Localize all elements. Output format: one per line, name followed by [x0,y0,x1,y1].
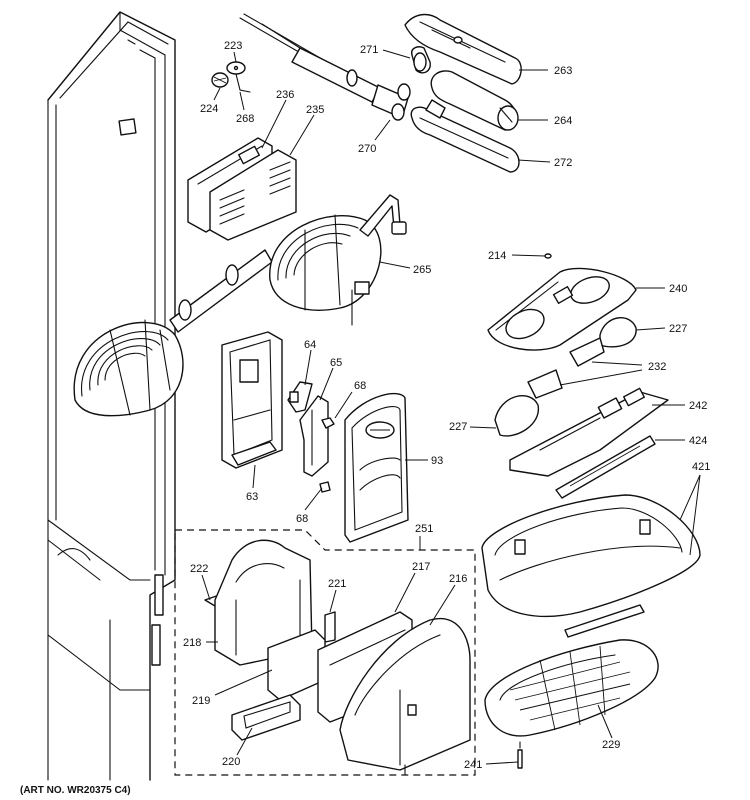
light-assembly [487,253,637,437]
art-number: (ART NO. WR20375 C4) [20,785,131,796]
label-264: 264 [554,115,572,127]
label-268: 268 [236,113,254,125]
evaporator-coil [73,194,407,417]
label-222: 222 [190,563,208,575]
label-424: 424 [689,435,707,447]
label-235: 235 [306,104,324,116]
label-64: 64 [304,339,316,351]
dispenser-cover [344,393,409,543]
label-270: 270 [358,143,376,155]
label-263: 263 [554,65,572,77]
water-tube [239,13,411,121]
air-duct-brackets [187,137,297,241]
mounting-brackets [287,381,335,493]
drip-tray-grille [484,639,659,769]
clip-parts [211,61,251,93]
dispenser-housing [481,494,701,638]
label-236: 236 [276,89,294,101]
label-68-bottom: 68 [296,513,308,525]
leader-lines [201,49,701,765]
label-232: 232 [648,361,666,373]
label-224: 224 [200,103,218,115]
label-229: 229 [602,739,620,751]
label-63: 63 [246,491,258,503]
label-219: 219 [192,695,210,707]
label-421: 421 [692,461,710,473]
label-65: 65 [330,357,342,369]
water-filter-assembly [404,13,522,173]
label-227-top: 227 [669,323,687,335]
label-265: 265 [413,264,431,276]
label-271: 271 [360,44,378,56]
label-68-top: 68 [354,380,366,392]
label-220: 220 [222,756,240,768]
ice-chute-parts [204,539,471,776]
label-242: 242 [689,400,707,412]
label-93: 93 [431,455,443,467]
subassembly-boundary [174,529,476,776]
label-217: 217 [412,561,430,573]
label-272: 272 [554,157,572,169]
control-housing [221,331,283,469]
label-214: 214 [488,250,506,262]
label-241: 241 [464,759,482,771]
label-251: 251 [415,523,433,535]
label-223: 223 [224,40,242,52]
label-221: 221 [328,578,346,590]
label-240: 240 [669,283,687,295]
control-boards [509,387,669,499]
label-218: 218 [183,637,201,649]
label-216: 216 [449,573,467,585]
part-labels: 223 224 268 236 235 271 263 264 270 272 … [183,40,710,771]
label-227-bottom: 227 [449,421,467,433]
